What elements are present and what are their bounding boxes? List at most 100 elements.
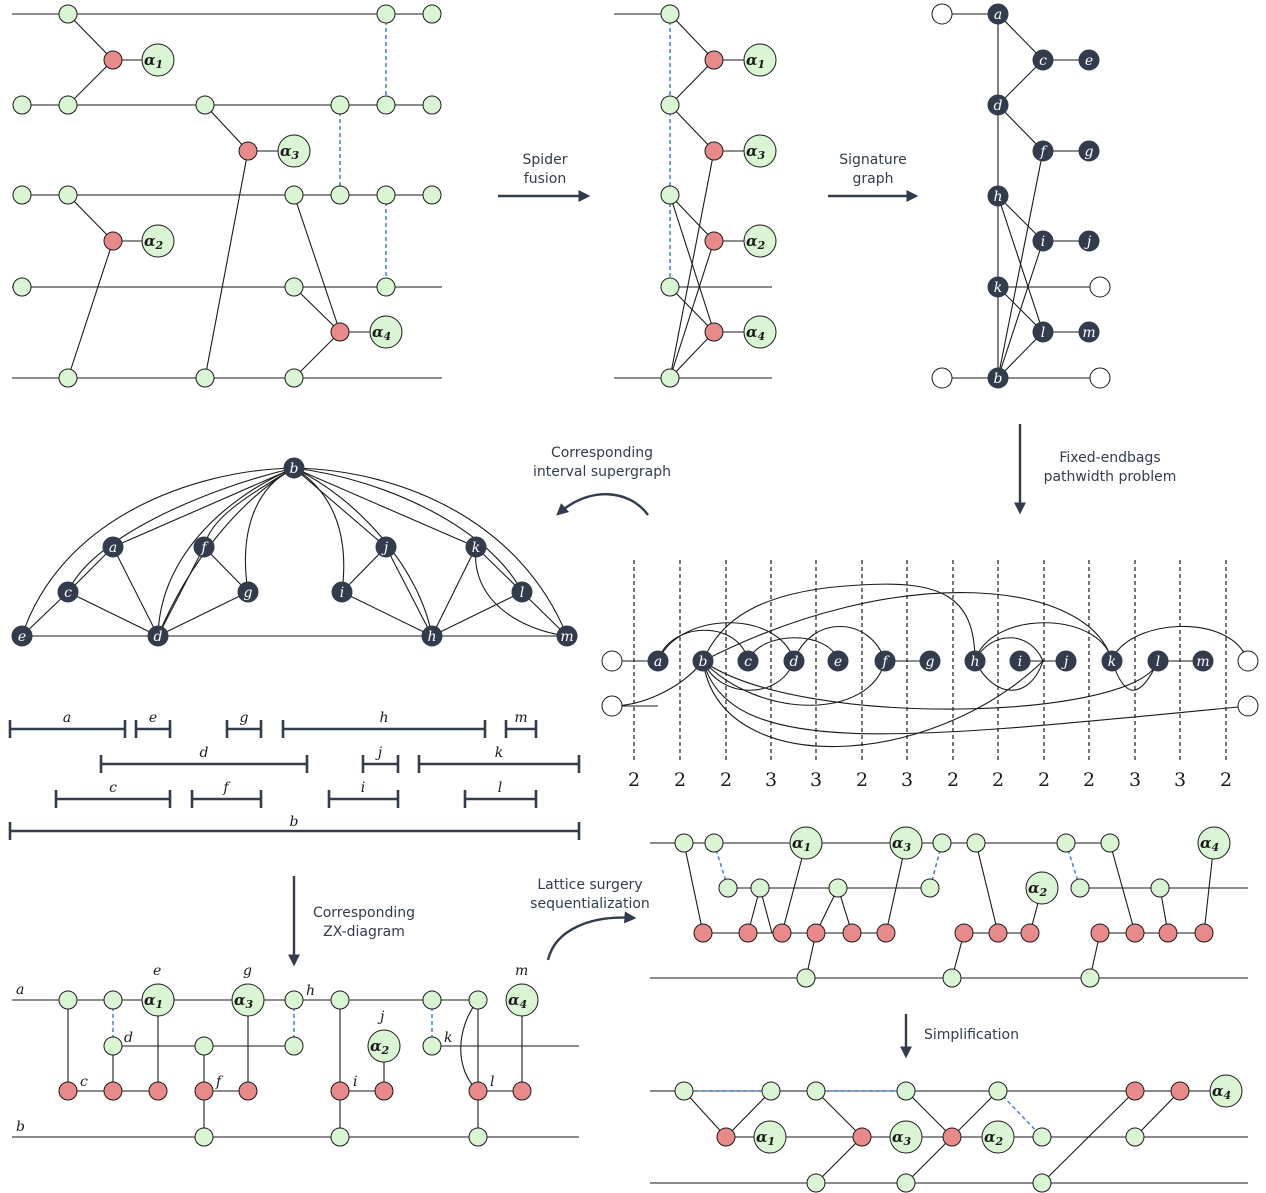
sig-vertex-j: j [1078, 230, 1100, 252]
svg-text:α2: α2 [370, 1037, 390, 1057]
svg-text:α1: α1 [144, 991, 163, 1011]
phase-a3: α3 [277, 134, 311, 168]
sup-vertex-label-b: b [290, 461, 299, 477]
path-vertex-label-l: l [1156, 654, 1160, 670]
sig-vertex-label-k: k [994, 280, 1002, 296]
cut-lines [633, 560, 1227, 760]
sig-vertex-k: k [987, 276, 1009, 298]
zx-label-g: g [243, 963, 252, 979]
svg-text:α3: α3 [892, 834, 912, 854]
interval-label-h: h [379, 710, 388, 726]
arrow-simplification: Simplification [900, 1014, 1019, 1059]
path-vertex-label-f: f [881, 654, 890, 670]
sup-vertex-label-j: j [381, 540, 389, 556]
path-vertex-label-k: k [1108, 654, 1116, 670]
sup-vertex-a: a [102, 536, 124, 558]
svg-text:α2: α2 [746, 232, 766, 252]
svg-text:α3: α3 [234, 991, 254, 1011]
phase-a1: α1 [753, 1120, 787, 1154]
svg-text:α2: α2 [144, 232, 164, 252]
panel-corresponding-zx: α1 α3 α2 α4 a b c d e f g h i j k l m [12, 963, 579, 1147]
phase-a4: α4 [743, 315, 777, 349]
sig-vertex-c: c [1032, 49, 1054, 71]
cut-width-13: 2 [1220, 769, 1232, 791]
interval-label-d: d [200, 745, 209, 761]
cut-width-0: 2 [628, 769, 640, 791]
path-vertex-i: i [1009, 650, 1031, 672]
sup-vertex-i: i [331, 581, 353, 603]
panel-lattice-surgery: α1 α3 α2 α4 [650, 826, 1248, 988]
phase-a1: α1 [743, 43, 777, 77]
phase-a1: α1 [789, 826, 823, 860]
sig-vertex-f: f [1032, 140, 1054, 162]
caption-fixed-endbags-2: pathwidth problem [1044, 469, 1177, 485]
sig-vertex-label-a: a [994, 7, 1002, 23]
sup-vertex-h: h [421, 625, 443, 647]
cut-width-5: 2 [856, 769, 868, 791]
zx-label-l: l [490, 1074, 494, 1090]
zx-label-e: e [153, 963, 161, 979]
sup-vertex-label-e: e [18, 629, 26, 645]
caption-spider-fusion-2: fusion [524, 171, 566, 187]
cut-width-12: 3 [1174, 769, 1186, 791]
sig-vertex-b: b [987, 367, 1009, 389]
sup-vertex-k: k [465, 536, 487, 558]
sig-vertex-label-e: e [1085, 53, 1093, 69]
path-vertex-label-j: j [1061, 654, 1069, 670]
path-vertex-j: j [1055, 650, 1077, 672]
caption-spider-fusion-1: Spider [523, 152, 568, 168]
svg-text:α1: α1 [756, 1128, 775, 1148]
panel-original-zx-diagram: α1 α3 α2 α4 [12, 4, 442, 388]
sig-vertex-label-f: f [1039, 144, 1048, 160]
caption-fixed-endbags-1: Fixed-endbags [1059, 450, 1160, 466]
sig-vertex-i: i [1032, 230, 1054, 252]
path-vertex-label-m: m [1196, 654, 1209, 670]
sup-vertex-label-i: i [340, 585, 344, 601]
path-vertex-f: f [874, 650, 896, 672]
svg-text:α2: α2 [984, 1128, 1004, 1148]
caption-interval-1: Corresponding [551, 445, 653, 461]
sig-vertex-a: a [987, 3, 1009, 25]
interval-label-a: a [63, 710, 71, 726]
path-vertex-label-c: c [744, 654, 752, 670]
panel-spider-fused: α1 α3 α2 α4 [614, 4, 777, 388]
phase-a3: α3 [889, 1120, 923, 1154]
interval-label-c: c [109, 780, 117, 796]
cut-width-4: 3 [810, 769, 822, 791]
cut-width-11: 3 [1129, 769, 1141, 791]
sup-vertex-j: j [375, 536, 397, 558]
phase-a2: α2 [1025, 871, 1059, 905]
sup-vertex-label-c: c [64, 585, 72, 601]
sig-vertex-label-c: c [1039, 53, 1047, 69]
panel-simplified: α1 α3 α2 α4 [650, 1074, 1248, 1193]
phase-a2: α2 [141, 224, 175, 258]
cut-width-2: 2 [720, 769, 732, 791]
phase-a1: α1 [141, 983, 175, 1017]
path-vertex-h: h [964, 650, 986, 672]
interval-label-b: b [290, 814, 299, 830]
sig-vertex-label-g: g [1085, 144, 1094, 160]
caption-zx-1: Corresponding [313, 905, 415, 921]
arrow-interval-supergraph: Corresponding interval supergraph [533, 445, 671, 516]
path-vertex-label-b: b [699, 654, 708, 670]
zx-vertex-labels: a b c d e f g h i j k l m [16, 963, 528, 1135]
phase-a4: α4 [1209, 1074, 1243, 1108]
zx-label-i: i [353, 1074, 357, 1090]
caption-signature-1: Signature [839, 152, 907, 168]
caption-zx-2: ZX-diagram [323, 924, 405, 940]
cut-width-10: 2 [1083, 769, 1095, 791]
cut-width-3: 3 [765, 769, 777, 791]
green-spiders [12, 4, 442, 388]
sig-vertex-label-i: i [1041, 234, 1045, 250]
sup-vertex-c: c [57, 581, 79, 603]
sig-vertex-label-l: l [1041, 325, 1045, 341]
sup-vertex-label-d: d [154, 629, 163, 645]
interval-label-e: e [149, 710, 157, 726]
sup-vertex-label-f: f [200, 540, 209, 556]
caption-interval-2: interval supergraph [533, 464, 671, 480]
svg-text:α1: α1 [144, 51, 163, 71]
phase-a3: α3 [231, 983, 265, 1017]
interval-label-f: f [222, 780, 231, 796]
